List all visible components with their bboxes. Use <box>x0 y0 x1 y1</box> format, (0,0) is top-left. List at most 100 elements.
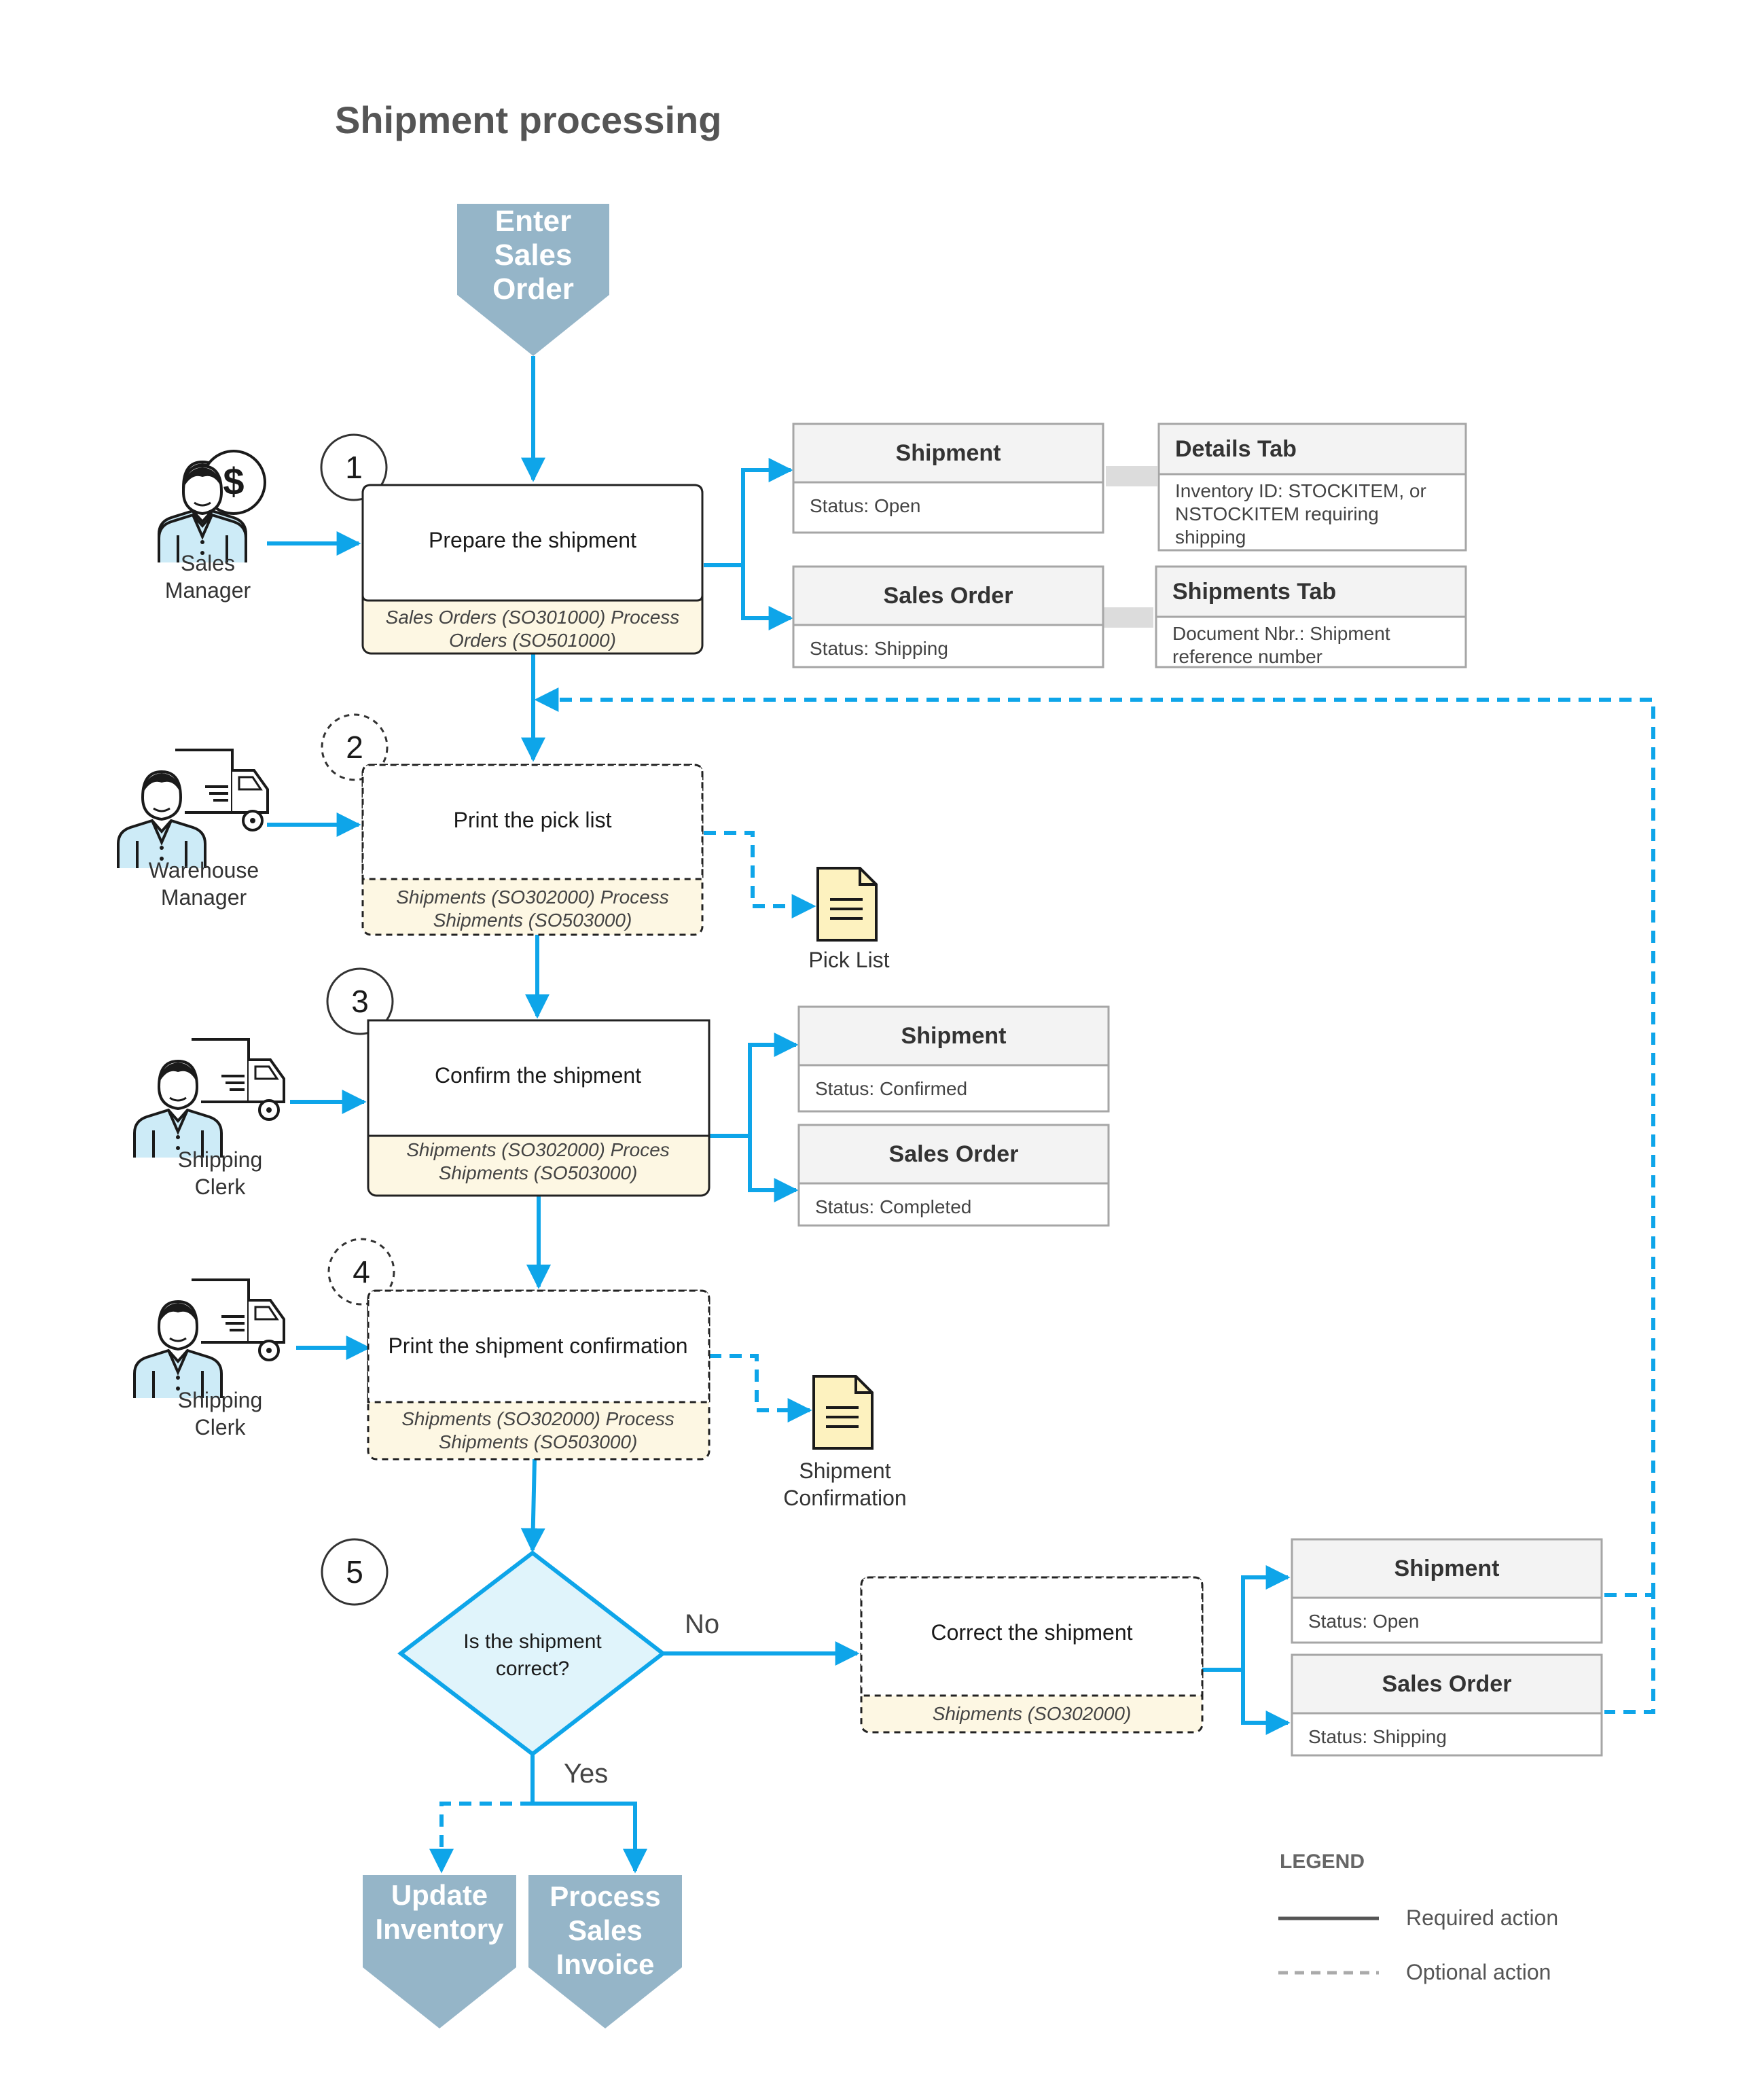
correct-shipment-box[interactable]: Correct the shipment Shipments (SO302000… <box>860 1576 1204 1734</box>
decision-no-label: No <box>685 1609 719 1639</box>
end-invoice-text-line-1: Process <box>550 1880 660 1912</box>
decision-label-line1: Is the shipment <box>463 1630 602 1653</box>
flow-correct-branch <box>1202 1565 1291 1672</box>
shipping-clerk-icon <box>133 1278 285 1399</box>
flow-step3-branch-order <box>748 1136 799 1202</box>
step-3-footer-line2: Shipments (SO503000) <box>439 1162 638 1183</box>
step-1-footer-line1: Sales Orders (SO301000) Process <box>386 607 680 628</box>
flow-step4-to-step5 <box>520 1458 545 1553</box>
page-title: Shipment processing <box>335 99 721 141</box>
document-icon <box>812 1375 874 1450</box>
svg-text:$: $ <box>223 460 244 503</box>
flow-correct-branch-order <box>1241 1670 1291 1735</box>
step-5-decision[interactable]: Is the shipment correct? <box>397 1550 666 1757</box>
actor-3-line1: Shipping <box>178 1147 263 1172</box>
connector-shipment-details <box>1106 466 1157 486</box>
warehouse-worker-icon <box>117 749 269 870</box>
legend-optional: Optional action <box>1406 1960 1551 1984</box>
step-number-3-label: 3 <box>351 984 369 1019</box>
shipping-clerk-icon <box>133 1038 285 1159</box>
start-text-line-1: Enter <box>495 204 571 238</box>
decision-label-line2: correct? <box>496 1658 569 1680</box>
card-details-tab-title: Details Tab <box>1175 436 1297 462</box>
step-number-1-label: 1 <box>345 450 363 485</box>
actor-2-line1: Warehouse <box>149 858 259 882</box>
card-details-tab-body-1: Inventory ID: STOCKITEM, or <box>1175 480 1426 501</box>
actor-4-line1: Shipping <box>178 1388 263 1412</box>
legend-required: Required action <box>1406 1905 1558 1930</box>
step-2-footer-line2: Shipments (SO503000) <box>433 910 632 931</box>
card-step3-sales-order-title: Sales Order <box>889 1141 1019 1167</box>
correct-shipment-label: Correct the shipment <box>931 1620 1132 1645</box>
correct-shipment-footer: Shipments (SO302000) <box>933 1703 1132 1724</box>
step-4-footer-line2: Shipments (SO503000) <box>439 1431 638 1452</box>
end-inventory-text-line-1: Update <box>391 1879 488 1911</box>
step-number-5: 5 <box>321 1538 389 1606</box>
flow-step3-branch <box>709 1033 799 1138</box>
step-3-box[interactable]: Confirm the shipment Shipments (SO302000… <box>367 1019 710 1197</box>
legend: LEGEND Required action Optional action <box>1278 1850 1558 1984</box>
legend-title: LEGEND <box>1280 1850 1365 1873</box>
step-number-2: 2 <box>321 713 389 781</box>
card-shipments-tab-body-2: reference number <box>1172 646 1322 667</box>
card-step1-sales-order-body-1: Status: Shipping <box>810 638 948 659</box>
card-step3-sales-order-body-1: Status: Completed <box>815 1196 971 1217</box>
step-3-label: Confirm the shipment <box>435 1063 641 1088</box>
card-shipments-tab-body-1: Document Nbr.: Shipment <box>1172 623 1390 644</box>
actor-2-line2: Manager <box>161 885 247 910</box>
step-1-label: Prepare the shipment <box>429 528 636 552</box>
step-number-1: 1 <box>320 433 388 501</box>
actor-sales-manager: $ Sales Manager <box>158 450 266 603</box>
card-step3-shipment-title: Shipment <box>901 1023 1007 1049</box>
actor-1-line2: Manager <box>165 578 251 603</box>
step-1-box[interactable]: Prepare the shipment Sales Orders (SO301… <box>361 484 704 655</box>
card-step5-shipment-title: Shipment <box>1394 1556 1500 1581</box>
step-4-label: Print the shipment confirmation <box>388 1334 687 1358</box>
actor-3-line2: Clerk <box>195 1175 247 1199</box>
shipment-confirmation-document: Shipment Confirmation <box>783 1375 907 1510</box>
step-number-4: 4 <box>327 1238 395 1306</box>
shipment-confirmation-line1: Shipment <box>799 1458 890 1483</box>
decision-yes-label: Yes <box>564 1759 608 1789</box>
end-invoice-text-line-2: Sales <box>568 1914 643 1946</box>
flow-decision-yes-invoice <box>530 1755 647 1874</box>
card-step3-shipment-body-1: Status: Confirmed <box>815 1078 967 1099</box>
actor-4-line2: Clerk <box>195 1415 247 1439</box>
flow-step2-to-picklist <box>704 831 816 918</box>
card-step5-sales-order-title: Sales Order <box>1382 1671 1512 1697</box>
flow-step1-branch-order <box>741 565 793 630</box>
step-2-footer-line1: Shipments (SO302000) Process <box>396 887 669 908</box>
card-details-tab-body-2: NSTOCKITEM requiring <box>1175 503 1379 524</box>
end-inventory-text-line-2: Inventory <box>375 1913 504 1945</box>
card-step5-sales-order-body-1: Status: Shipping <box>1308 1726 1447 1747</box>
step-number-2-label: 2 <box>346 730 363 765</box>
end-invoice-text-line-3: Invoice <box>556 1948 655 1980</box>
flow-step4-to-confirmation <box>709 1354 812 1422</box>
step-number-4-label: 4 <box>353 1254 370 1289</box>
flow-decision-yes-inventory <box>429 1802 533 1874</box>
step-number-3: 3 <box>326 967 394 1035</box>
step-4-box[interactable]: Print the shipment confirmation Shipment… <box>367 1289 710 1461</box>
step-number-5-label: 5 <box>346 1554 363 1590</box>
start-text-line-2: Sales <box>494 238 573 272</box>
flow-step1-branch <box>704 458 793 567</box>
pick-list-document: Pick List <box>808 867 890 972</box>
actor-1-line1: Sales <box>181 551 235 575</box>
step-2-box[interactable]: Print the pick list Shipments (SO302000)… <box>361 764 704 936</box>
step-4-footer-line1: Shipments (SO302000) Process <box>401 1408 674 1429</box>
actor-warehouse-manager: Warehouse Manager <box>117 749 269 910</box>
step-1-footer-line2: Orders (SO501000) <box>449 630 616 651</box>
card-step1-shipment-title: Shipment <box>896 440 1001 466</box>
